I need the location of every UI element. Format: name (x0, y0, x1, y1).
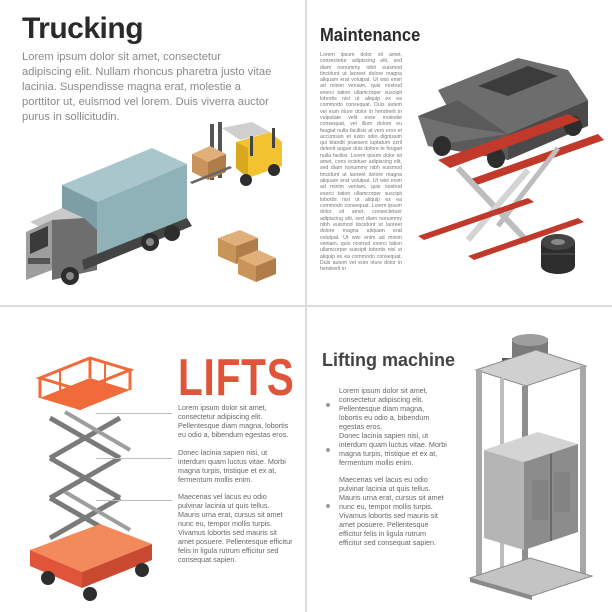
tire-stack-icon (541, 234, 575, 274)
freight-elevator-icon (468, 334, 594, 600)
lifts-title: LIFTS (178, 349, 295, 407)
trucking-text: Lorem ipsum dolor sit amet, consectetur … (22, 51, 272, 123)
lead-line-1 (96, 413, 172, 414)
horizontal-divider (0, 305, 612, 307)
bullet-2 (326, 448, 330, 452)
lifts-paragraph-3: Maecenas vel lacus eu odio pulvinar laci… (178, 492, 293, 564)
lead-line-3 (96, 500, 172, 501)
maintenance-text: Lorem ipsum dolor sit amet, consectetur … (320, 52, 402, 273)
forklift-icon (190, 122, 282, 186)
lifts-paragraph-1: Lorem ipsum dolor sit amet, consectetur … (178, 403, 289, 439)
car-lift-icon (418, 58, 604, 274)
lifting-paragraph-2: Donec lacinia sapien nisi, ut interdum q… (339, 431, 447, 467)
lifting-paragraph-3: Maecenas vel lacus eu odio pulvinar laci… (339, 475, 444, 547)
maintenance-panel: Maintenance Lorem ipsum dolor sit amet, … (308, 0, 612, 304)
cardboard-boxes-icon (218, 230, 276, 282)
lifting-paragraph-1: Lorem ipsum dolor sit amet, consectetur … (339, 386, 430, 431)
lifts-panel: LIFTS Lorem ipsum dolor sit amet, consec… (0, 308, 304, 612)
trucking-title: Trucking (22, 12, 144, 45)
lifting-machine-title: Lifting machine (322, 350, 456, 370)
lifts-paragraph-2: Donec lacinia sapien nisi, ut interdum q… (178, 448, 286, 484)
lead-line-2 (96, 458, 172, 459)
truck-icon (26, 148, 192, 285)
lifting-machine-panel: Lifting machine Lorem ipsum dolor sit am… (308, 308, 612, 612)
trucking-panel: Trucking Lorem ipsum dolor sit amet, con… (0, 0, 304, 304)
bullet-3 (326, 504, 330, 508)
maintenance-title: Maintenance (320, 25, 421, 45)
bullet-1 (326, 403, 330, 407)
scissor-lift-icon (30, 356, 152, 601)
